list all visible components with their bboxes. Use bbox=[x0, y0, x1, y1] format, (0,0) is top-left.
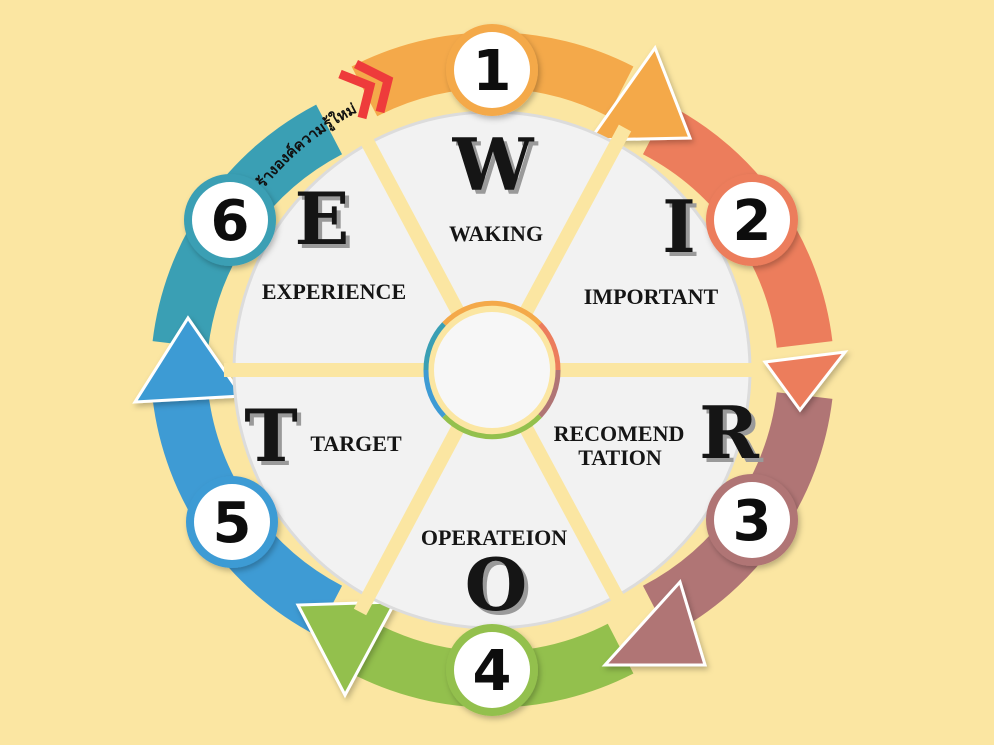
arrowhead-3 bbox=[601, 579, 708, 667]
badge-number-1: 1 bbox=[473, 39, 512, 104]
word-target: TARGET bbox=[310, 431, 402, 456]
letter-i: I bbox=[662, 184, 696, 269]
badge-number-3: 3 bbox=[733, 489, 772, 554]
badge-4: 4 bbox=[446, 624, 538, 716]
letter-o: O bbox=[465, 542, 528, 627]
center-circle bbox=[434, 312, 550, 428]
svg-text:W: W bbox=[456, 126, 539, 211]
letter-r: R bbox=[699, 390, 760, 475]
svg-text:E: E bbox=[299, 180, 354, 265]
arrowhead-1 bbox=[587, 44, 693, 142]
arrowhead-4 bbox=[295, 600, 398, 699]
spoke-top-right bbox=[512, 124, 632, 329]
word-operateion: OPERATEION bbox=[421, 525, 567, 550]
badge-1: 1 bbox=[446, 24, 538, 116]
arrowhead-5 bbox=[132, 315, 245, 404]
sector-words: WAKING IMPORTANT RECOMEND TATION OPERATE… bbox=[262, 221, 719, 550]
word-tation: TATION bbox=[578, 445, 662, 470]
word-experience: EXPERIENCE bbox=[262, 279, 406, 304]
badge-5: 5 bbox=[186, 476, 278, 568]
letter-w: W bbox=[452, 122, 535, 207]
word-waking: WAKING bbox=[449, 221, 543, 246]
word-recomend: RECOMEND bbox=[554, 421, 685, 446]
spokes bbox=[224, 124, 760, 616]
svg-text:T: T bbox=[248, 397, 302, 482]
badge-6: 6 bbox=[184, 174, 276, 266]
svg-text:R: R bbox=[703, 394, 764, 479]
svg-text:O: O bbox=[469, 546, 532, 631]
center-hub bbox=[423, 300, 561, 440]
word-important: IMPORTANT bbox=[584, 284, 719, 309]
badge-3: 3 bbox=[706, 474, 798, 566]
badge-number-4: 4 bbox=[473, 639, 512, 704]
letter-e: E bbox=[295, 176, 350, 261]
ring-arrowheads bbox=[132, 44, 849, 699]
letter-t: T bbox=[244, 393, 298, 478]
spoke-bottom-left bbox=[353, 411, 472, 616]
badge-number-5: 5 bbox=[213, 491, 252, 556]
svg-text:I: I bbox=[666, 188, 700, 273]
badge-2: 2 bbox=[706, 174, 798, 266]
badge-number-2: 2 bbox=[733, 189, 772, 254]
sector-letters: W W I I R R O O T T E E bbox=[244, 122, 764, 631]
spoke-bottom-right bbox=[512, 411, 632, 616]
arrowhead-2 bbox=[762, 350, 849, 413]
double-chevron-marker-icon bbox=[338, 59, 394, 120]
spoke-top-left bbox=[353, 124, 472, 329]
badge-number-6: 6 bbox=[211, 189, 250, 254]
